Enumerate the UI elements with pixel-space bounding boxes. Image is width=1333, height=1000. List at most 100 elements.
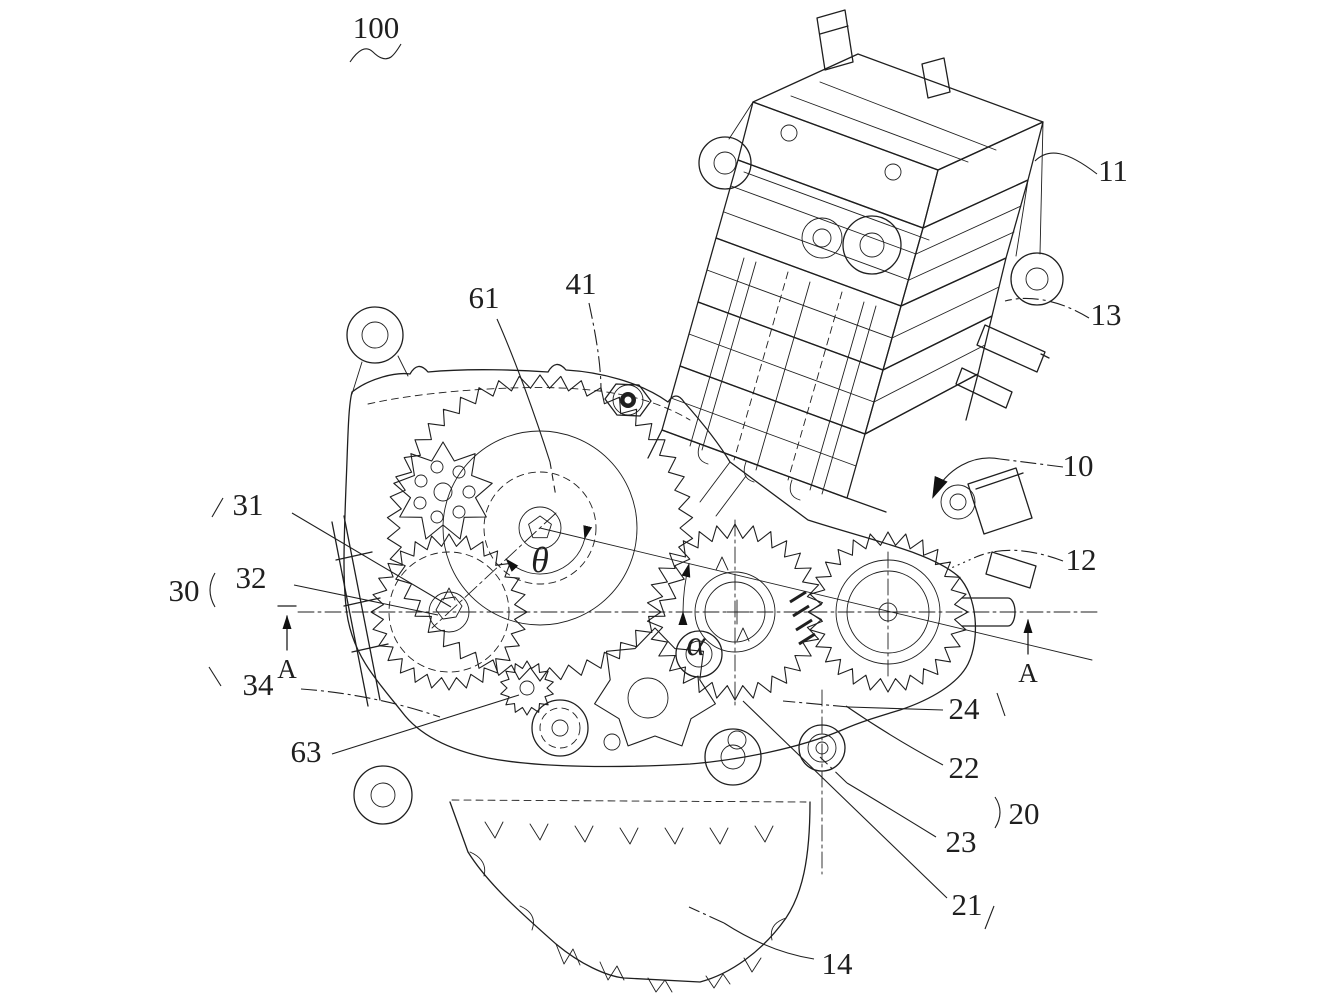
section-letter-right: A — [1018, 658, 1038, 688]
cam-chain-tunnel — [699, 461, 747, 517]
oil-pan-outline — [449, 801, 811, 983]
leader-23-tip — [819, 756, 848, 784]
leader-34 — [300, 688, 441, 718]
oil-pump-gear-63 — [500, 660, 554, 716]
construction-lines — [297, 512, 1099, 875]
ref-label-21: 21 — [952, 887, 983, 922]
head-stud-right — [921, 57, 951, 99]
oil-pan — [449, 799, 811, 993]
leader-14 — [723, 922, 815, 960]
brace-20 — [994, 796, 1001, 829]
ref-label-63: 63 — [291, 734, 322, 769]
section-hatch — [789, 590, 816, 646]
leader-21 — [742, 700, 948, 899]
leader-31 — [291, 512, 452, 608]
leader-41 — [588, 302, 602, 392]
ref-label-24: 24 — [949, 691, 981, 726]
reference-labels: 100 11 13 10 12 61 41 31 32 30 34 63 24 … — [169, 10, 1128, 981]
tick-24 — [996, 692, 1006, 717]
cylinder-block-fins — [661, 237, 1007, 499]
cam-sprocket-star — [393, 441, 493, 540]
reference-squiggle-100 — [349, 43, 402, 63]
engine-mount-boss-top-left — [698, 136, 752, 190]
head-side-boss-bore — [949, 493, 967, 511]
tick-34 — [208, 666, 222, 687]
engine-mount-boss-right — [1010, 252, 1064, 306]
leader-lines — [208, 43, 1098, 960]
brace-30 — [209, 572, 216, 608]
ref-label-61: 61 — [469, 280, 500, 315]
pump-cover-star — [594, 627, 747, 751]
ref-label-41: 41 — [566, 266, 597, 301]
leader-12 — [975, 549, 1064, 562]
spark-plug-boss — [801, 217, 843, 259]
valve-cover-front-right — [922, 121, 1044, 229]
leader-14-tip — [688, 906, 725, 924]
tick-31 — [211, 497, 224, 518]
ref-label-32: 32 — [236, 560, 267, 595]
leader-23 — [846, 782, 937, 838]
pan-left-rib — [469, 851, 787, 941]
hub-hex — [435, 596, 463, 620]
pan-bottom-teeth — [555, 943, 762, 993]
leader-22 — [845, 705, 944, 766]
center-distance-line — [539, 527, 1093, 661]
ref-label-100: 100 — [353, 10, 400, 45]
ref-label-34: 34 — [243, 667, 275, 702]
leader-24 — [848, 706, 944, 711]
hub-bolt-pentagon — [528, 515, 552, 539]
leader-61 — [496, 318, 551, 463]
ref-label-14: 14 — [822, 946, 854, 981]
alpha-angle-label: α — [687, 623, 707, 663]
leader-32 — [293, 584, 439, 616]
section-marker-right: A — [1018, 619, 1038, 688]
cylinder-head-front-left — [715, 159, 924, 307]
fin-end-curves — [697, 443, 801, 501]
hidden-stud-lines — [733, 271, 843, 481]
head-stud-left — [816, 9, 854, 71]
head-fins-left — [723, 171, 930, 281]
oil-pump-rotor — [531, 699, 589, 757]
spark-plug-bore — [812, 228, 832, 248]
mount-webs — [728, 101, 1044, 257]
leader-12-tip — [948, 556, 977, 570]
ref-label-10: 10 — [1063, 448, 1094, 483]
ref-label-13: 13 — [1091, 297, 1122, 332]
center-mark — [442, 587, 456, 601]
leader-61-tip — [549, 461, 557, 498]
ref-label-23: 23 — [946, 824, 977, 859]
block-skirt — [647, 373, 979, 513]
leader-11 — [1034, 152, 1098, 175]
valve-cover-ridge — [790, 81, 997, 163]
coolant-pipe-upper — [976, 324, 1050, 373]
cylinder-stud-rails — [689, 257, 877, 495]
left-frame-plate — [331, 515, 389, 707]
leader-10-tail — [999, 458, 1064, 468]
section-letter-left: A — [277, 654, 297, 684]
mount-boss-lower-left — [353, 765, 413, 825]
coolant-pipe-lower — [955, 367, 1013, 409]
ref-label-12: 12 — [1066, 542, 1097, 577]
engine-mount-boss-mid — [842, 215, 902, 275]
leader-10-arrow — [932, 457, 1001, 499]
center-mark — [736, 627, 750, 642]
pan-rib-row — [484, 821, 774, 845]
valve-cover-front-left — [737, 101, 939, 229]
ref-label-22: 22 — [949, 750, 980, 785]
mount-boss-upper-left — [346, 306, 409, 395]
cover-bolt-icon — [780, 124, 798, 142]
ref-label-11: 11 — [1098, 153, 1128, 188]
crankcase — [331, 306, 977, 825]
cylinder-head-assembly — [647, 9, 1064, 589]
mount-boss-lower-right — [704, 728, 762, 786]
ref-label-20: 20 — [1009, 796, 1040, 831]
gear-train — [370, 374, 1016, 757]
intake-stub — [967, 467, 1033, 535]
center-mark — [715, 556, 729, 571]
theta-angle-label: θ — [531, 540, 549, 580]
crankcase-outline — [343, 363, 977, 768]
ref-label-30: 30 — [169, 573, 200, 608]
cover-bolt-icon — [884, 163, 902, 181]
